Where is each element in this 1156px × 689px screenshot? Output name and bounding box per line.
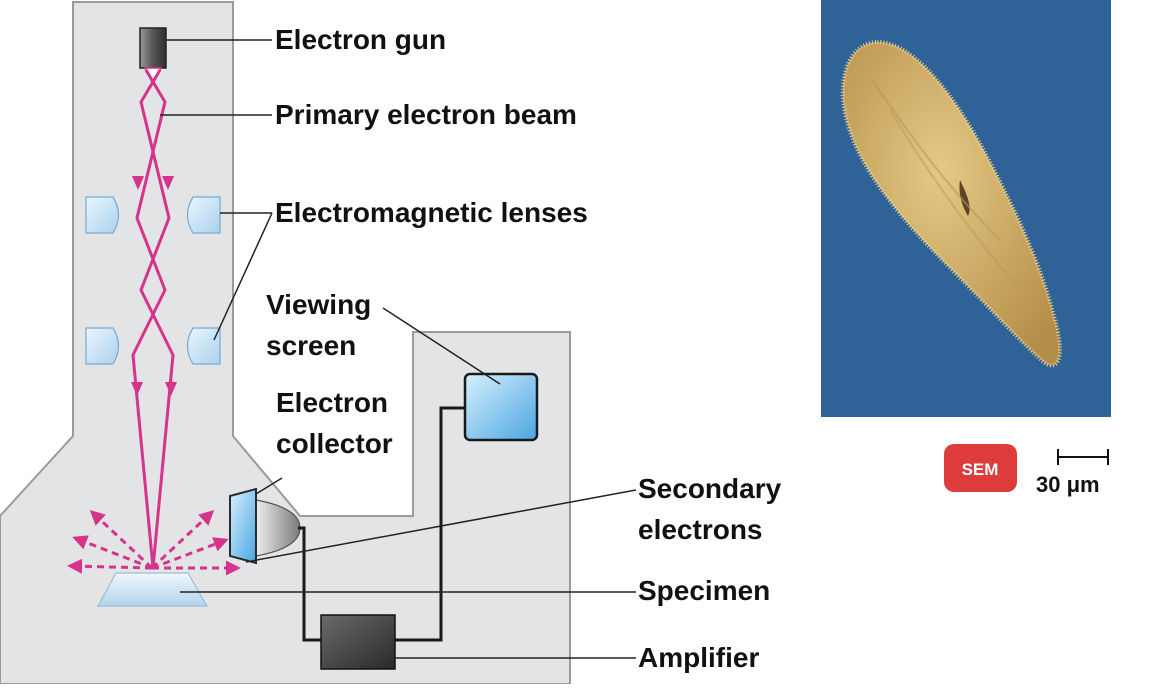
electromagnetic-lens-upper-right xyxy=(186,196,221,234)
electromagnetic-lens-upper-left xyxy=(85,196,120,234)
label-electron-gun: Electron gun xyxy=(275,24,446,55)
electron-collector xyxy=(229,487,301,565)
sem-badge-text: SEM xyxy=(962,460,999,479)
viewing-screen-box xyxy=(463,372,539,442)
secondary-electron-arrows xyxy=(67,509,241,576)
scale-bar xyxy=(1057,449,1109,465)
electromagnetic-lens-lower-left xyxy=(85,327,120,365)
electron-gun xyxy=(139,27,167,86)
label-secondary-line2: electrons xyxy=(638,514,763,545)
electromagnetic-lens-lower-right xyxy=(186,327,221,365)
sem-micrograph xyxy=(821,0,1111,417)
label-specimen: Specimen xyxy=(638,575,770,606)
label-secondary-line1: Secondary xyxy=(638,473,782,504)
label-electromagnetic-lenses: Electromagnetic lenses xyxy=(275,197,588,228)
label-primary-electron-beam: Primary electron beam xyxy=(275,99,577,130)
signal-cables xyxy=(298,406,466,642)
beam-direction-arrows xyxy=(131,176,177,396)
label-collector-line2: collector xyxy=(276,428,393,459)
scale-bar-label: 30 μm xyxy=(1036,472,1100,497)
label-collector-line1: Electron xyxy=(276,387,388,418)
label-leader-lines xyxy=(160,39,637,659)
specimen-slide xyxy=(96,572,209,607)
amplifier-box xyxy=(320,614,396,670)
label-viewing-line1: Viewing xyxy=(266,289,371,320)
sem-badge: SEM xyxy=(944,444,1017,492)
label-amplifier: Amplifier xyxy=(638,642,759,673)
label-viewing-line2: screen xyxy=(266,330,356,361)
microscope-chamber xyxy=(0,1,571,685)
